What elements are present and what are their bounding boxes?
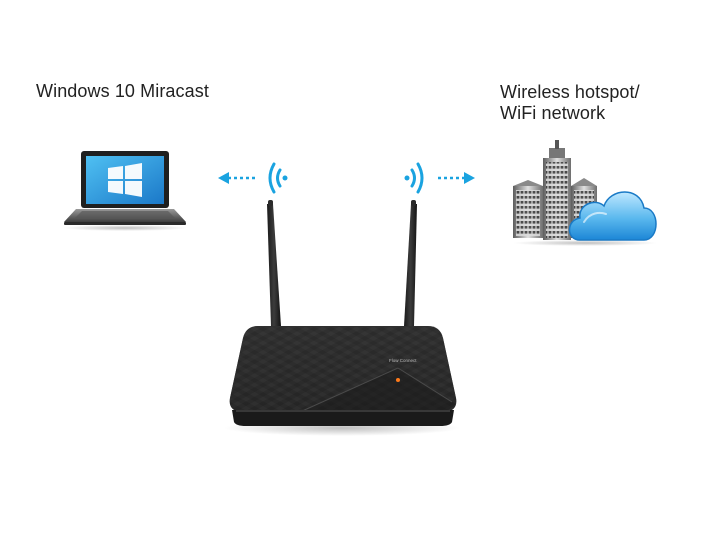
building-tall: [543, 140, 571, 240]
laptop-windows-icon: [63, 151, 187, 231]
arrow-right-icon: [438, 172, 475, 184]
status-led: [396, 378, 400, 382]
router-brand: Flow Connect: [389, 358, 417, 363]
building-left: [513, 180, 543, 238]
arrow-left-icon: [218, 172, 256, 184]
signal-right-icon: [405, 164, 476, 192]
signal-left-icon: [218, 164, 288, 192]
city-cloud-icon: [513, 140, 657, 246]
antenna-left: [267, 200, 281, 326]
antenna-right: [404, 200, 417, 326]
wifi-router-icon: Flow Connect: [224, 200, 460, 436]
